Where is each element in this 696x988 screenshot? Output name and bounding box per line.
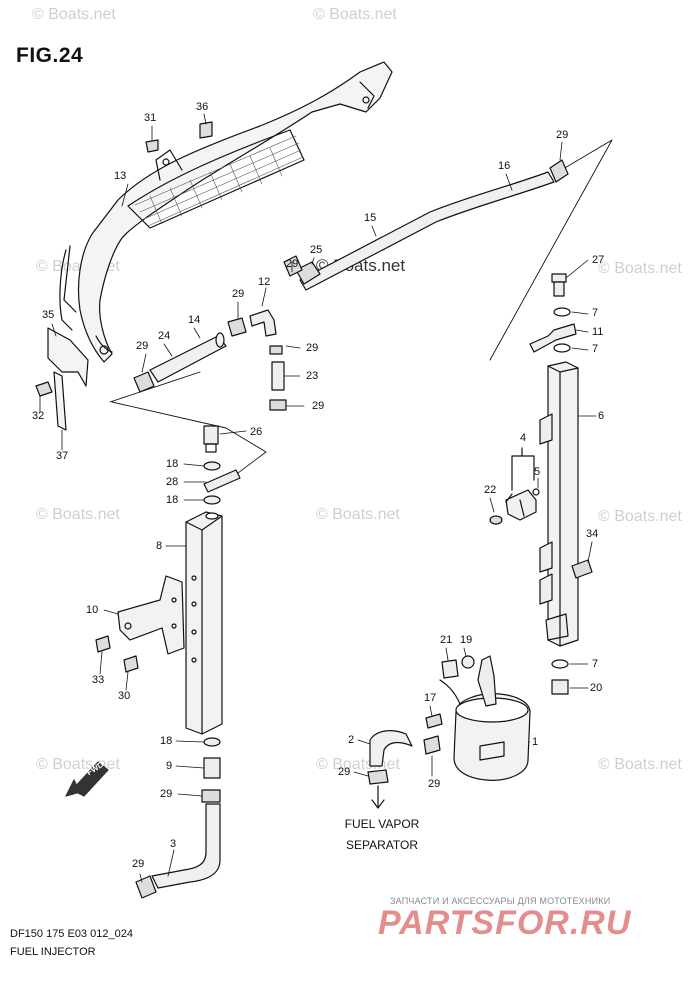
callout-26: 26: [250, 426, 263, 438]
callout-35: 35: [42, 309, 55, 321]
fuel-rail-left: [185, 511, 223, 735]
callout-13: 13: [114, 170, 127, 182]
diagram-code: DF150 175 E03 012_024: [10, 928, 133, 940]
callout-29: 29: [136, 340, 149, 352]
callout-10: 10: [86, 604, 99, 616]
callout-5: 5: [534, 466, 541, 478]
watermark: © Boats.net: [598, 756, 682, 773]
callout-29: 29: [306, 342, 319, 354]
callout-15: 15: [364, 212, 377, 224]
callout-17: 17: [424, 692, 437, 704]
callout-29: 29: [160, 788, 173, 800]
callout-22: 22: [484, 484, 497, 496]
watermark: © Boats.net: [598, 260, 682, 277]
watermark: © Boats.net: [598, 508, 682, 525]
callout-3: 3: [170, 838, 177, 850]
callout-8: 8: [156, 540, 163, 552]
callout-7: 7: [592, 307, 599, 319]
callout-20: 20: [590, 682, 603, 694]
intake-cover: [35, 61, 393, 431]
callout-37: 37: [56, 450, 69, 462]
callout-32: 32: [32, 410, 45, 422]
promo-tagline: ЗАПЧАСТИ И АКСЕССУАРЫ ДЛЯ МОТОТЕХНИКИ: [390, 896, 611, 906]
callout-28: 28: [166, 476, 179, 488]
callout-29: 29: [232, 288, 245, 300]
figure-title: FIG.24: [16, 44, 84, 67]
callout-29: 29: [132, 858, 145, 870]
watermark: © Boats.net: [36, 506, 120, 523]
callout-9: 9: [166, 760, 173, 772]
callout-11: 11: [592, 326, 604, 338]
callout-21: 21: [440, 634, 453, 646]
promo-logo: PARTSFOR.RU: [378, 904, 632, 942]
callout-25: 25: [310, 244, 323, 256]
diagram-caption: FUEL INJECTOR: [10, 946, 96, 958]
note-line-2: SEPARATOR: [345, 838, 419, 852]
callout-16: 16: [498, 160, 511, 172]
callout-33: 33: [92, 674, 105, 686]
callout-29: 29: [286, 258, 299, 270]
fuel-rail-right: [539, 361, 579, 647]
callout-2: 2: [348, 734, 355, 746]
callout-19: 19: [460, 634, 473, 646]
watermark: © Boats.net: [316, 506, 400, 523]
callout-18: 18: [166, 458, 179, 470]
fuel-vapor-separator-note: FUEL VAPOR SEPARATOR: [336, 814, 428, 856]
callout-23: 23: [306, 370, 319, 382]
callout-18: 18: [160, 735, 173, 747]
callout-12: 12: [258, 276, 271, 288]
callout-34: 34: [586, 528, 599, 540]
callout-30: 30: [118, 690, 131, 702]
callout-29: 29: [338, 766, 351, 778]
callout-24: 24: [158, 330, 171, 342]
callout-6: 6: [598, 410, 605, 422]
callout-18: 18: [166, 494, 179, 506]
callout-4: 4: [520, 432, 527, 444]
callout-14: 14: [188, 314, 201, 326]
fuel-vapor-separator: [439, 655, 531, 781]
callout-36: 36: [196, 101, 209, 113]
callout-31: 31: [144, 112, 157, 124]
callout-29: 29: [312, 400, 325, 412]
callout-29: 29: [428, 778, 441, 790]
callout-1: 1: [532, 736, 539, 748]
note-line-1: FUEL VAPOR: [344, 817, 420, 831]
watermark: © Boats.net: [313, 6, 397, 23]
callout-29: 29: [556, 129, 569, 141]
callout-7: 7: [592, 343, 599, 355]
fuel-hose-upper: [283, 171, 555, 291]
callout-7: 7: [592, 658, 599, 670]
callout-27: 27: [592, 254, 605, 266]
watermark: © Boats.net: [32, 6, 116, 23]
